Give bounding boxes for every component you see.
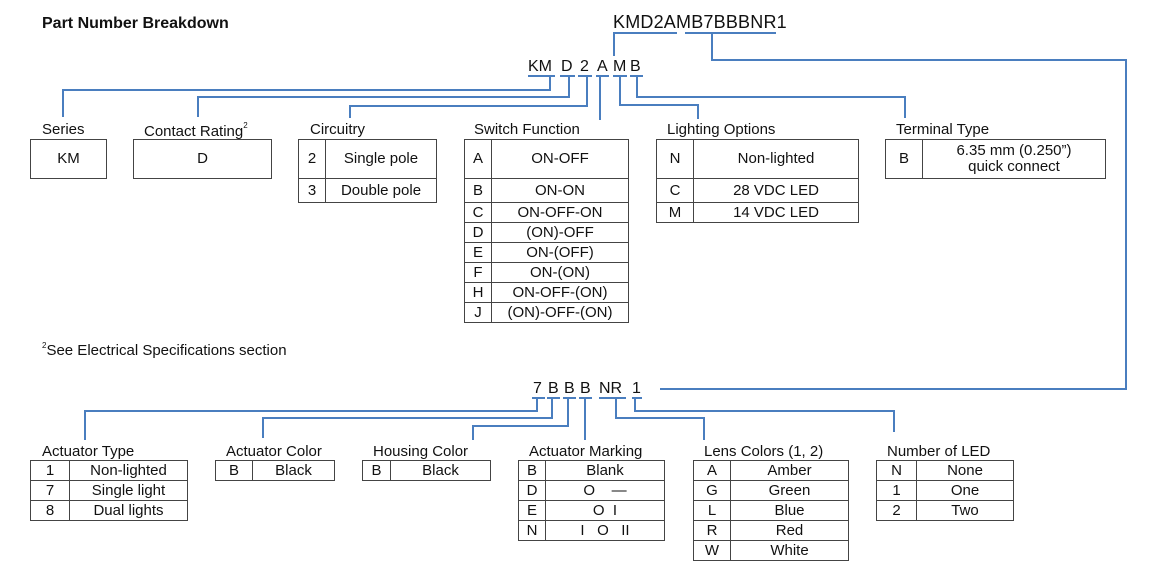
label-lighting-options: Lighting Options [667, 121, 776, 138]
connector-lighting [619, 76, 699, 119]
page-title: Part Number Breakdown [42, 15, 229, 32]
connector-series [62, 76, 551, 117]
connector-circuitry [349, 76, 588, 118]
table-row: J(ON)-OFF-(ON) [464, 302, 629, 323]
table-contact-rating: D [133, 139, 272, 179]
label-housing-color: Housing Color [373, 443, 469, 460]
connector-group2 [660, 33, 1127, 390]
label-actuator-marking: Actuator Marking [529, 443, 643, 460]
code-terminal: B [630, 58, 641, 75]
connector-terminal [636, 76, 906, 118]
label-terminal-type: Terminal Type [896, 121, 990, 138]
label-number-of-led: Number of LED [887, 443, 991, 460]
connector-housing-color [472, 398, 569, 440]
connector-actuator-color [262, 398, 553, 438]
label-actuator-color: Actuator Color [226, 443, 322, 460]
code-lens-colors: NR [599, 380, 623, 397]
code-actuator-type: 7 [533, 380, 542, 397]
table-series: KM [30, 139, 107, 179]
contact-code: D [133, 139, 272, 179]
label-series: Series [42, 121, 85, 138]
label-actuator-type: Actuator Type [42, 443, 135, 460]
connector-contact-rating [197, 76, 570, 117]
code-number-of-led: 1 [632, 380, 641, 397]
code-contact: D [561, 58, 573, 75]
connector-actuator-type [84, 398, 538, 440]
code-actuator-color: B [548, 380, 559, 397]
part-code-group2: 7 B B B NR 1 [0, 380, 700, 400]
full-part-number: KMD2AMB7BBBNR1 [613, 12, 787, 32]
part-code-group1: KM D 2 A M B [0, 58, 700, 78]
label-contact-rating: Contact Rating2 [144, 121, 248, 140]
code-housing-color: B [564, 380, 575, 397]
code-switch: A [597, 58, 608, 75]
series-code: KM [30, 139, 107, 179]
connector-number-of-led [634, 398, 895, 432]
code-series: KM [528, 58, 552, 75]
label-switch-function: Switch Function [474, 121, 580, 138]
code-circuitry: 2 [580, 58, 589, 75]
connector-lens-colors [615, 398, 705, 440]
table-row: D(ON)-OFF [464, 222, 629, 243]
label-circuitry: Circuitry [310, 121, 365, 138]
code-actuator-marking: B [580, 380, 591, 397]
footnote: 2See Electrical Specifications section [42, 341, 287, 359]
label-lens-colors: Lens Colors (1, 2) [704, 443, 824, 460]
code-lighting: M [613, 58, 627, 75]
